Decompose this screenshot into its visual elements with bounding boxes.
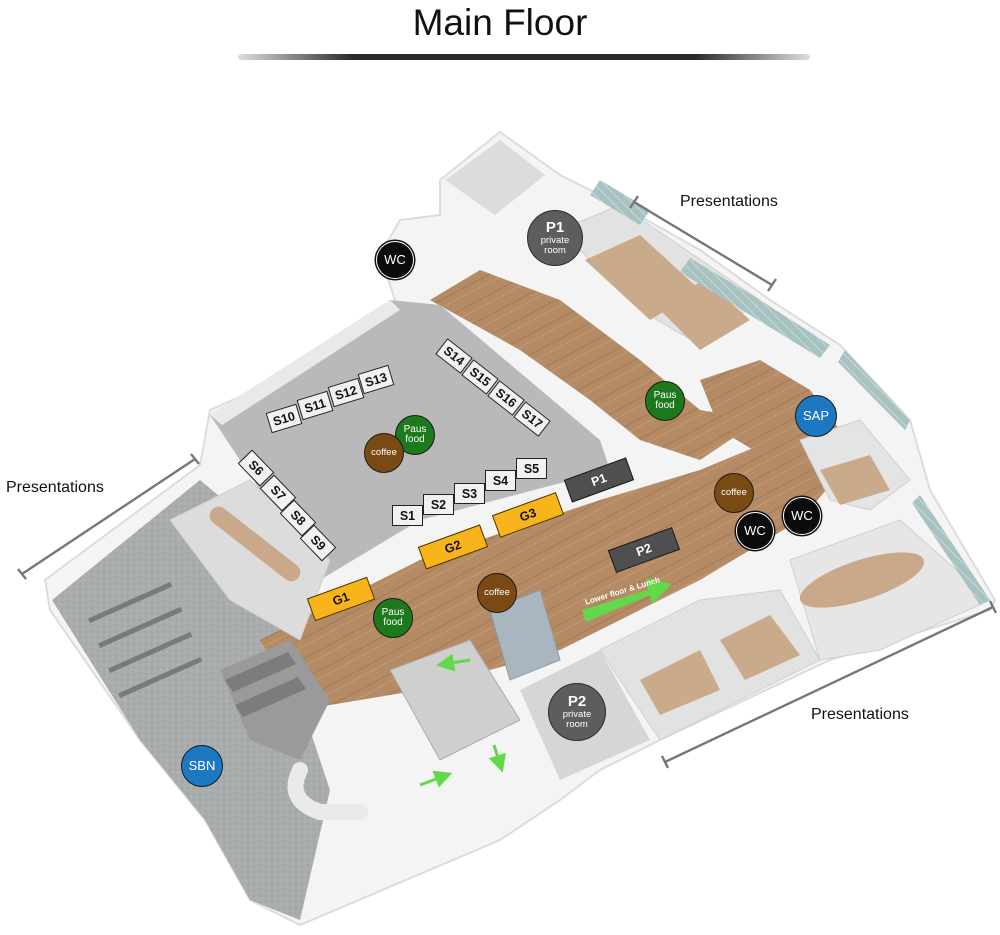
presentations-bracket-top: [629, 195, 777, 292]
right-corridor-floor: [700, 360, 840, 460]
coffee-marker-bottom[interactable]: coffee: [477, 573, 517, 613]
p1-private-room-marker[interactable]: P1 private room: [527, 210, 583, 266]
booth-s5[interactable]: S5: [516, 458, 547, 479]
presentations-bracket-bottom: [660, 600, 998, 769]
booth-s4[interactable]: S4: [485, 470, 516, 491]
title-underline: [238, 54, 810, 60]
wc-marker-top[interactable]: WC: [376, 241, 414, 279]
top-small-room: [445, 140, 545, 215]
paus-food-marker-corridor[interactable]: Paus food: [645, 381, 685, 421]
coffee-marker-right[interactable]: coffee: [714, 473, 754, 513]
page-title: Main Floor: [412, 2, 588, 43]
wc-marker-mid-1[interactable]: WC: [736, 512, 774, 550]
booth-s3[interactable]: S3: [454, 483, 485, 504]
p2-private-room-marker[interactable]: P2 private room: [548, 683, 606, 741]
sap-marker[interactable]: SAP: [795, 395, 837, 437]
booth-s1[interactable]: S1: [392, 505, 423, 526]
presentations-label-bottom: Presentations: [811, 706, 909, 723]
lobby-seating: [88, 581, 203, 699]
stairwell: [389, 639, 521, 761]
paus-food-marker-bottom[interactable]: Paus food: [373, 598, 413, 638]
lower-floor-arrow-icon: [582, 578, 672, 622]
reception-desk: [287, 762, 368, 820]
booth-s2[interactable]: S2: [423, 494, 454, 515]
wc-marker-mid-2[interactable]: WC: [783, 497, 821, 535]
coffee-marker-center[interactable]: coffee: [364, 433, 404, 473]
sbn-marker[interactable]: SBN: [181, 745, 223, 787]
stair-core: [489, 589, 561, 681]
presentations-label-left: Presentations: [6, 479, 104, 496]
presentations-label-top: Presentations: [680, 193, 778, 210]
presentations-bracket-left: [17, 453, 200, 580]
